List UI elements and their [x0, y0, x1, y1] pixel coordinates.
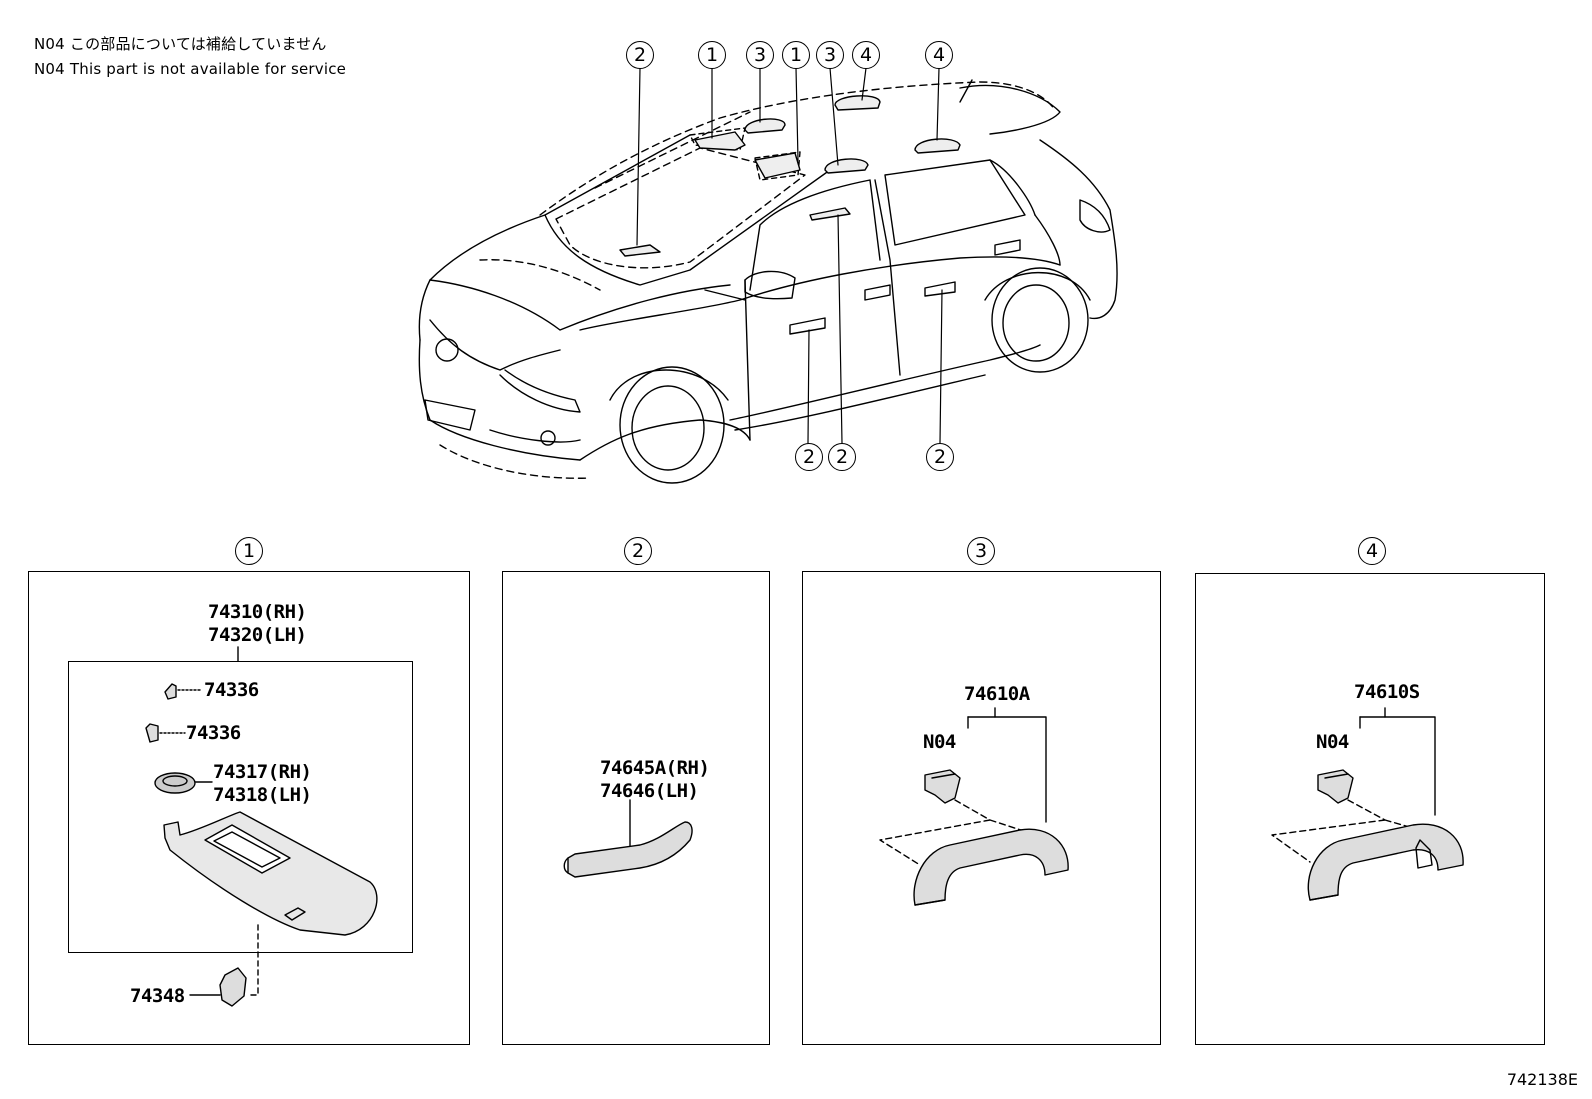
- part-n04-section3: N04: [923, 731, 956, 753]
- callout-2-pillar: 2: [626, 41, 654, 69]
- part-74646-lh: 74646(LH): [600, 780, 699, 802]
- section-2-box: [502, 571, 770, 1045]
- section-3-box: [802, 571, 1161, 1045]
- callout-3-grip-b: 3: [816, 41, 844, 69]
- section2-drawing: [563, 799, 693, 878]
- part-74310-rh: 74310(RH): [208, 601, 307, 623]
- callout-leaders: [636, 67, 943, 444]
- section-3-marker: 3: [967, 537, 995, 565]
- part-74645a-rh: 74645A(RH): [600, 757, 710, 779]
- callout-3-grip: 3: [746, 41, 774, 69]
- callout-1-visor: 1: [698, 41, 726, 69]
- section-4-box: [1195, 573, 1545, 1045]
- section-1-inner-box: [68, 661, 413, 953]
- section-2-marker: 2: [624, 537, 652, 565]
- car-interior-parts: [619, 95, 961, 257]
- part-74336-a: 74336: [204, 679, 259, 701]
- section-4-marker: 4: [1358, 537, 1386, 565]
- callout-2-door-b: 2: [828, 443, 856, 471]
- diagram-id: 742138E: [1506, 1070, 1578, 1089]
- callout-2-door-c: 2: [926, 443, 954, 471]
- note-japanese: N04 この部品については補給していません: [34, 35, 327, 53]
- section3-drawing: [879, 707, 1069, 906]
- callout-4-grip-b: 4: [925, 41, 953, 69]
- part-74348: 74348: [130, 985, 185, 1007]
- part-n04-section4: N04: [1316, 731, 1349, 753]
- section-1-marker: 1: [235, 537, 263, 565]
- section4-drawing: [1271, 707, 1464, 901]
- section-1-box: [28, 571, 470, 1045]
- part-74336-b: 74336: [186, 722, 241, 744]
- callout-2-door-a: 2: [795, 443, 823, 471]
- part-74610s: 74610S: [1354, 681, 1420, 703]
- note-english: N04 This part is not available for servi…: [34, 60, 347, 78]
- section1-drawing: [145, 646, 378, 1007]
- part-74317-rh: 74317(RH): [213, 761, 312, 783]
- callout-1-visor-b: 1: [782, 41, 810, 69]
- callout-4-grip: 4: [852, 41, 880, 69]
- part-74610a: 74610A: [964, 683, 1030, 705]
- part-74320-lh: 74320(LH): [208, 624, 307, 646]
- vehicle-drawing: [418, 79, 1118, 484]
- part-74318-lh: 74318(LH): [213, 784, 312, 806]
